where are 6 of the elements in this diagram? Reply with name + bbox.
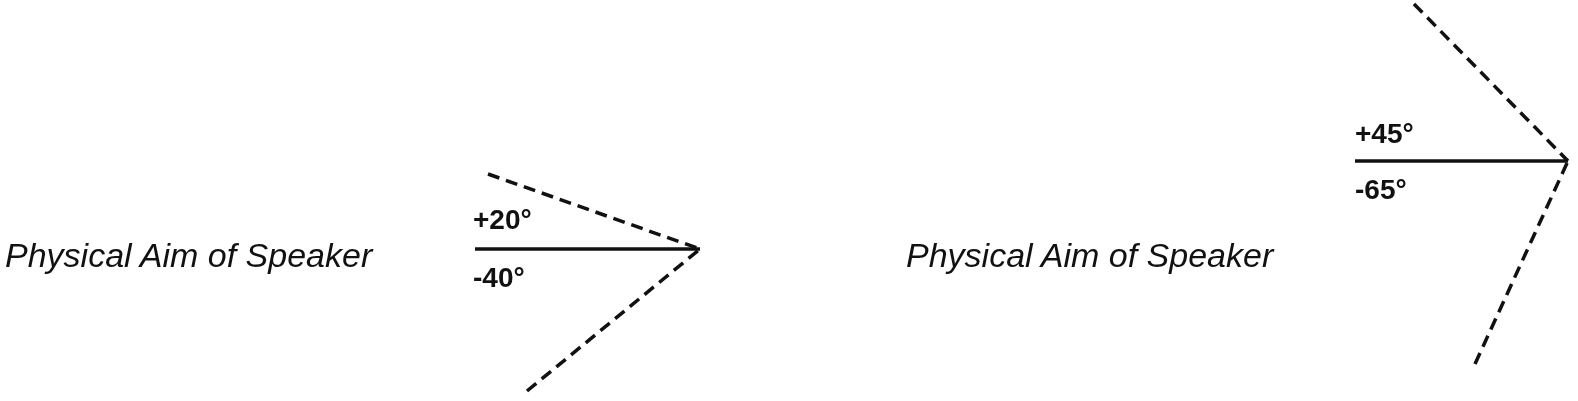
angle-label: +20° — [473, 206, 532, 234]
caption-text: Physical Aim of Speaker — [906, 238, 1274, 272]
angle-label: -40° — [473, 264, 525, 292]
angle-label: -65° — [1355, 176, 1407, 204]
angle-label: +45° — [1355, 120, 1414, 148]
caption-text: Physical Aim of Speaker — [5, 238, 373, 272]
